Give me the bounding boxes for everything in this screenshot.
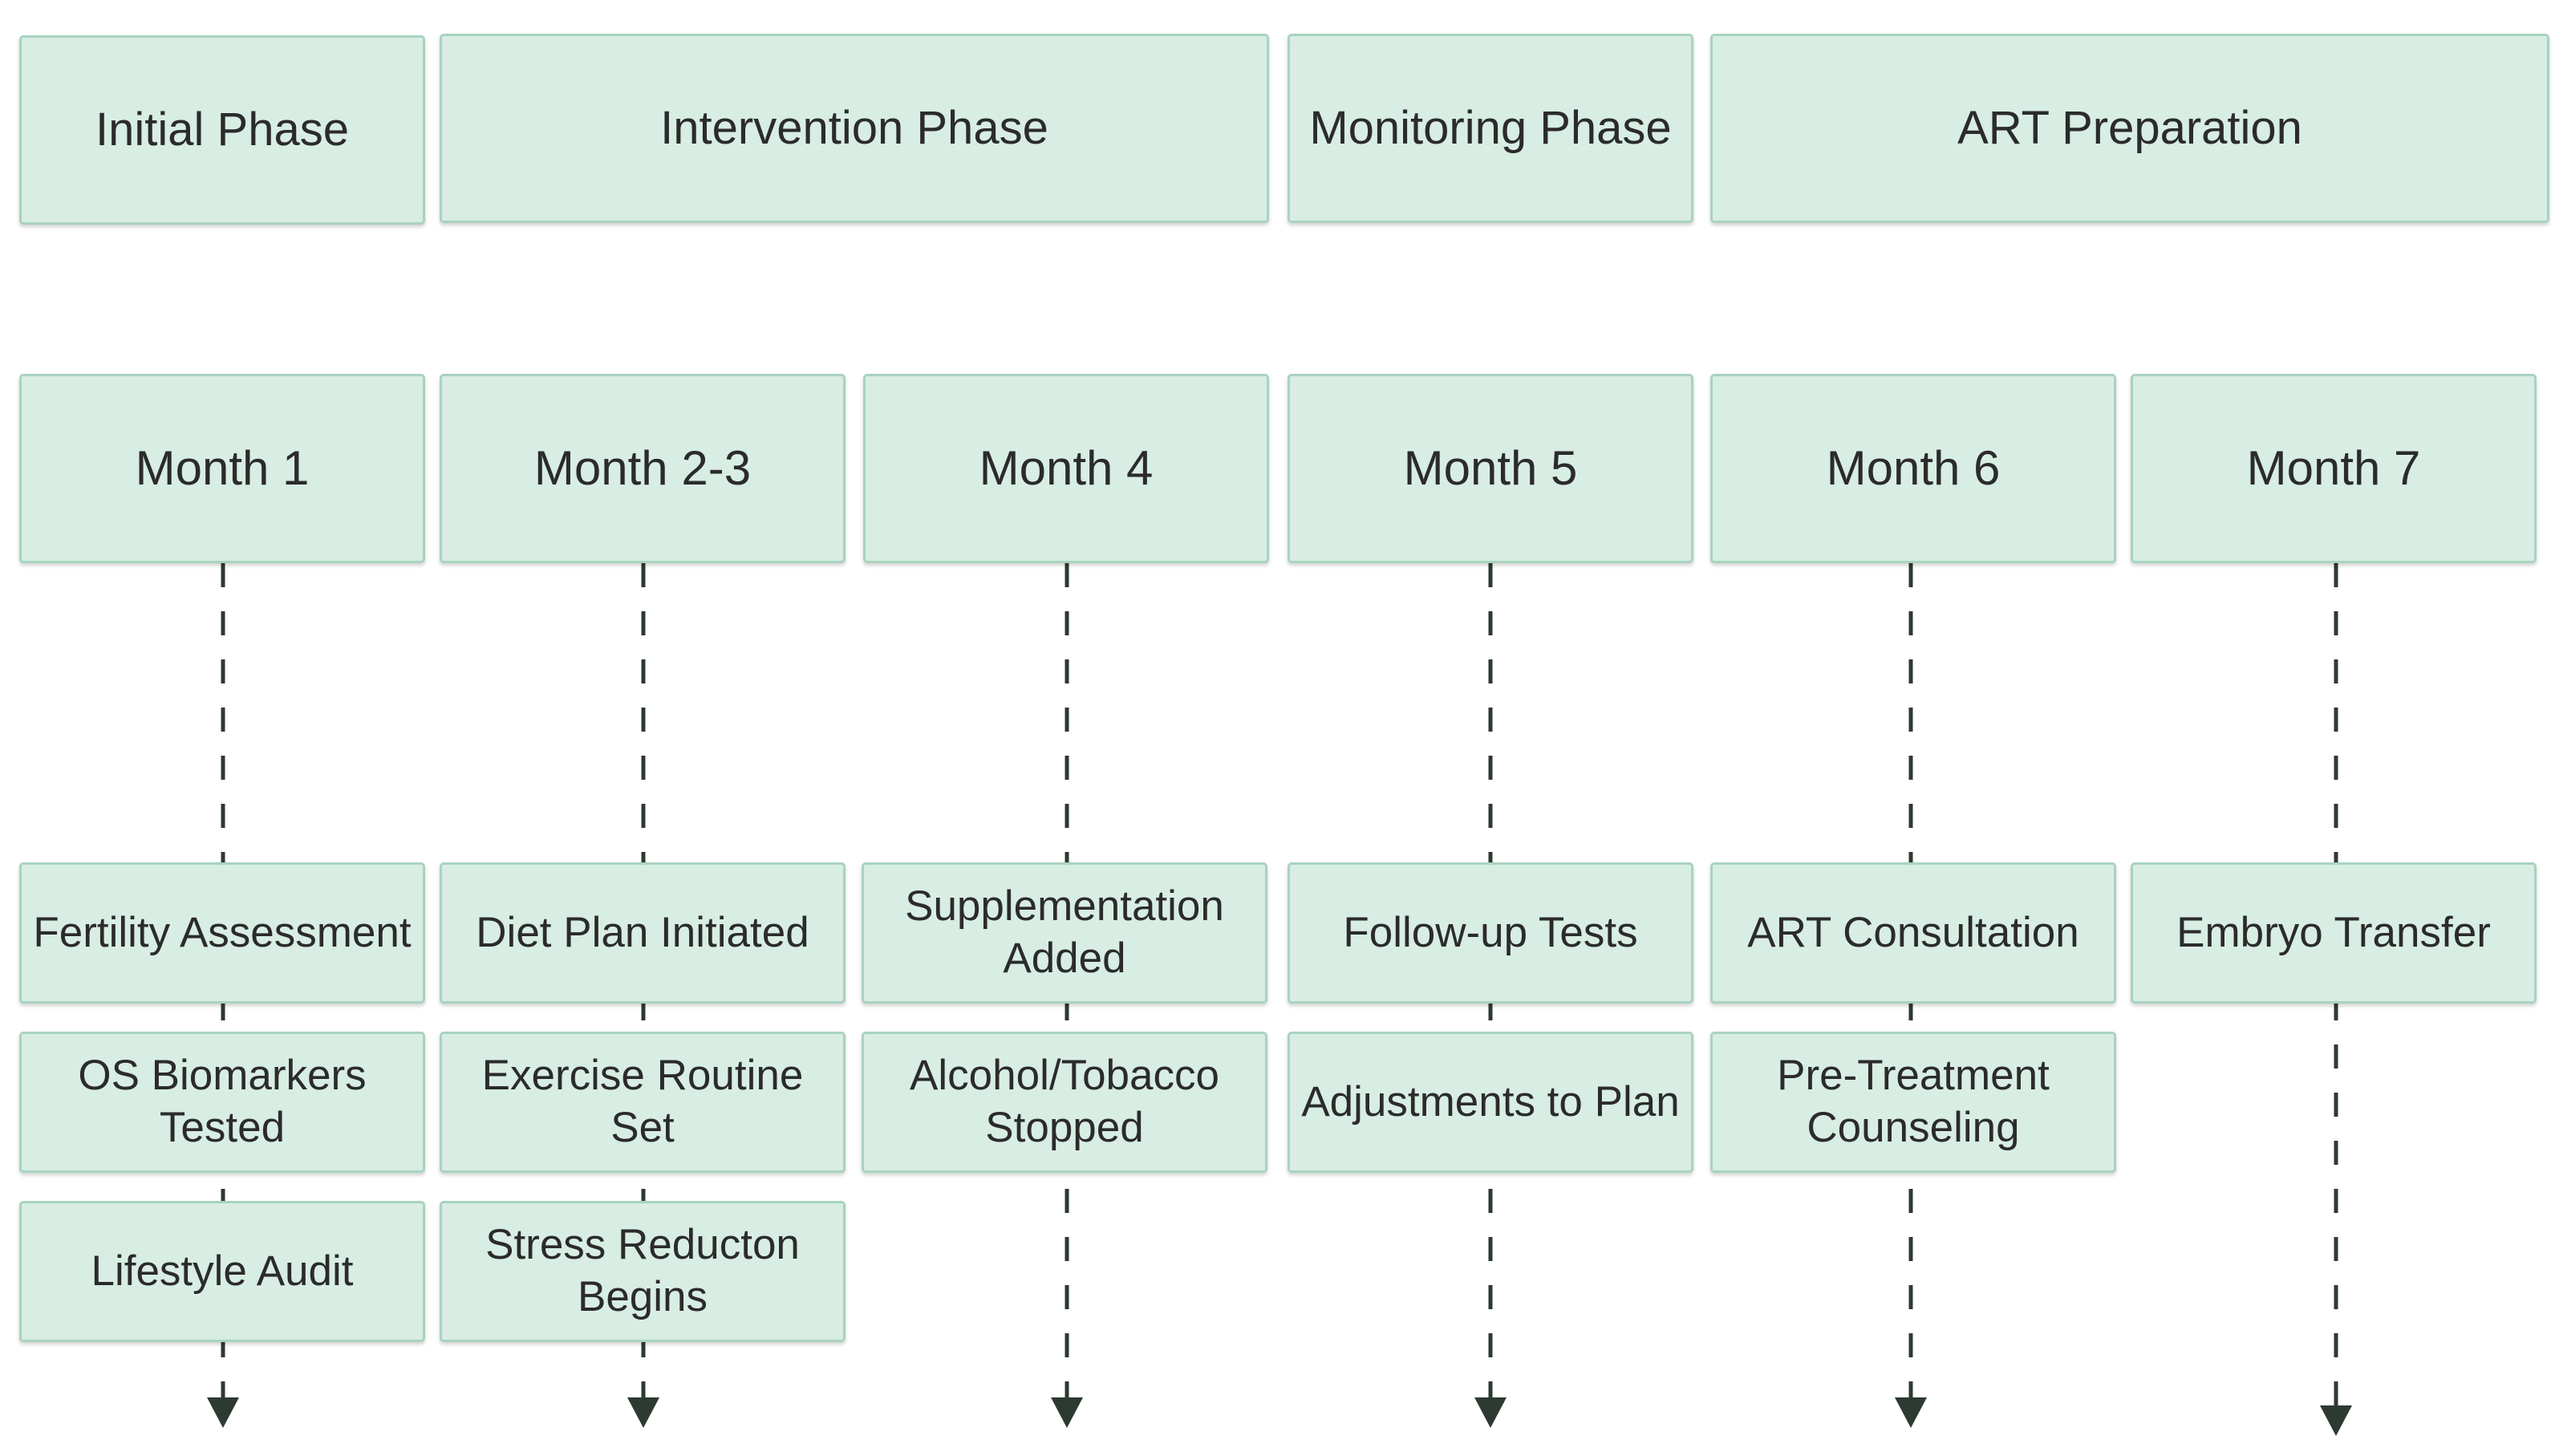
phase-label: ART Preparation: [1957, 101, 2302, 154]
task-art-consultation: ART Consultation: [1710, 862, 2116, 1004]
phase-art-preparation: ART Preparation: [1710, 34, 2549, 223]
phase-label: Monitoring Phase: [1309, 101, 1672, 154]
month-6: Month 6: [1710, 374, 2116, 563]
month-label: Month 7: [2246, 441, 2421, 496]
month-1: Month 1: [19, 374, 425, 563]
phase-label: Initial Phase: [95, 103, 349, 156]
month-label: Month 1: [135, 441, 310, 496]
task-label: Adjustments to Plan: [1301, 1077, 1680, 1125]
task-label: Embryo Transfer: [2176, 908, 2491, 956]
task-follow-up-tests: Follow-up Tests: [1288, 862, 1693, 1004]
task-fertility-assessment: Fertility Assessment: [19, 862, 425, 1004]
task-supplementation: Supplementation Added: [862, 862, 1267, 1004]
task-label: Exercise Routine Set: [481, 1052, 804, 1151]
task-lifestyle-audit: Lifestyle Audit: [19, 1201, 425, 1342]
task-label: Fertility Assessment: [33, 908, 412, 956]
task-label: ART Consultation: [1747, 908, 2079, 956]
task-label: Stress Reducton Begins: [485, 1221, 800, 1320]
arrowhead-icon: [1051, 1397, 1083, 1428]
arrowhead-icon: [207, 1397, 239, 1428]
arrowhead-icon: [2320, 1405, 2352, 1436]
task-stress-reduction: Stress Reducton Begins: [440, 1201, 846, 1342]
arrowhead-icon: [627, 1397, 659, 1428]
task-diet-plan: Diet Plan Initiated: [440, 862, 846, 1004]
task-label: Diet Plan Initiated: [476, 908, 809, 956]
task-label: Pre-Treatment Counseling: [1777, 1052, 2050, 1151]
month-label: Month 2-3: [533, 441, 752, 496]
task-label: Supplementation Added: [905, 882, 1224, 982]
phase-label: Intervention Phase: [660, 101, 1048, 154]
task-label: OS Biomarkers Tested: [78, 1052, 367, 1151]
month-5: Month 5: [1288, 374, 1693, 563]
task-adjustments: Adjustments to Plan: [1288, 1032, 1693, 1173]
phase-monitoring: Monitoring Phase: [1288, 34, 1693, 223]
month-label: Month 5: [1403, 441, 1578, 496]
task-label: Alcohol/Tobacco Stopped: [910, 1052, 1219, 1151]
arrowhead-icon: [1474, 1397, 1507, 1428]
task-label: Follow-up Tests: [1343, 908, 1638, 956]
task-embryo-transfer: Embryo Transfer: [2131, 862, 2537, 1004]
month-7: Month 7: [2131, 374, 2537, 563]
month-2-3: Month 2-3: [440, 374, 846, 563]
month-label: Month 6: [1826, 441, 2001, 496]
month-label: Month 4: [979, 441, 1154, 496]
month-4: Month 4: [863, 374, 1269, 563]
phase-initial: Initial Phase: [19, 35, 425, 225]
task-label: Lifestyle Audit: [91, 1247, 354, 1295]
task-exercise-routine: Exercise Routine Set: [440, 1032, 846, 1173]
phase-intervention: Intervention Phase: [440, 34, 1269, 223]
task-pre-treatment-counseling: Pre-Treatment Counseling: [1710, 1032, 2116, 1173]
arrowhead-icon: [1895, 1397, 1927, 1428]
task-alcohol-tobacco: Alcohol/Tobacco Stopped: [862, 1032, 1267, 1173]
task-os-biomarkers: OS Biomarkers Tested: [19, 1032, 425, 1173]
